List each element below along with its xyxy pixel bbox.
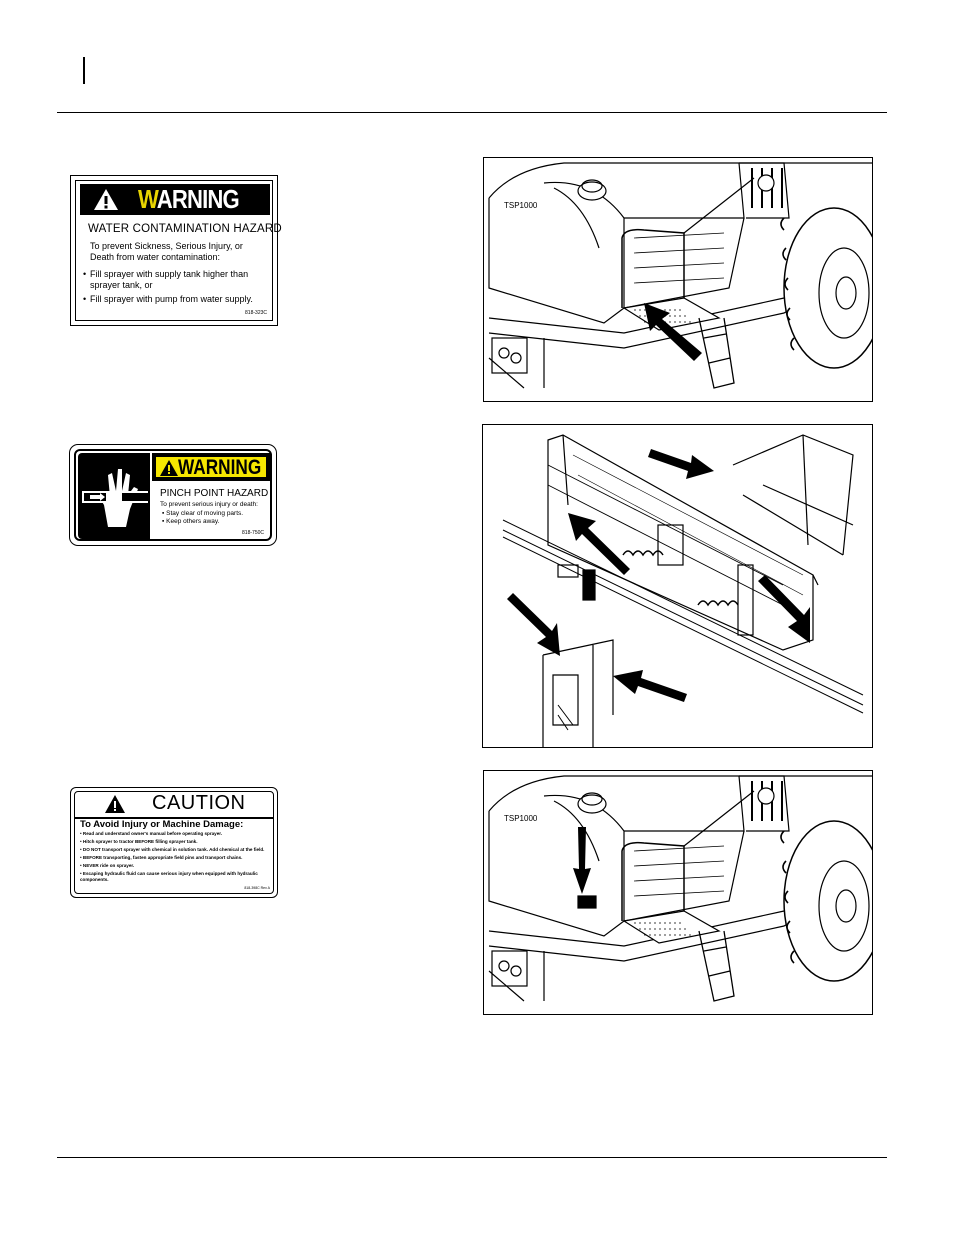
decal-part-number: 818-750C — [242, 530, 264, 536]
svg-text:TSP1000: TSP1000 — [504, 814, 538, 823]
arrow-pointer-icon — [648, 449, 714, 479]
hazard-bullet-2: •Fill sprayer with pump from water suppl… — [83, 294, 253, 304]
hazard-title: PINCH POINT HAZARD — [160, 488, 269, 499]
warning-decal-water-contamination: WARNING WATER CONTAMINATION HAZARD To pr… — [70, 175, 282, 326]
signal-header: WARNING — [152, 453, 270, 481]
arrow-pointer-icon — [758, 575, 810, 643]
caution-item: • Read and understand owner's manual bef… — [80, 831, 223, 836]
figure-sprayer-side-decal: TSP1000 — [483, 770, 873, 1015]
caution-items: • Read and understand owner's manual bef… — [80, 831, 272, 883]
decal-part-number: 818-323C — [245, 310, 267, 316]
hazard-intro: To prevent Sickness, Serious Injury, or … — [90, 241, 243, 262]
svg-text:TSP1000: TSP1000 — [504, 201, 538, 210]
caution-item: • Hitch sprayer to tractor BEFORE fillin… — [80, 839, 198, 844]
signal-header: WARNING — [80, 184, 270, 215]
arrow-pointer-icon — [644, 303, 702, 361]
figure-boom-pinch-points — [482, 424, 873, 748]
pinch-pictogram — [78, 453, 150, 539]
warning-triangle-icon — [94, 189, 118, 210]
header-rule — [57, 112, 887, 113]
header-tab-rule — [83, 57, 85, 84]
caution-item: • BEFORE transporting, fasten appropriat… — [80, 855, 243, 860]
arrow-pointer-icon — [573, 827, 591, 894]
caution-heading: To Avoid Injury or Machine Damage: — [80, 819, 244, 830]
signal-word-rest: ARNING — [156, 184, 240, 214]
hazard-bullet-1: ▪ Stay clear of moving parts. — [162, 510, 244, 517]
arrow-pointer-icon — [613, 670, 687, 702]
signal-word-first-letter: W — [138, 184, 158, 214]
caution-item: • NEVER ride on sprayer. — [80, 863, 135, 868]
footer-rule — [57, 1157, 887, 1158]
hazard-bullet-1: •Fill sprayer with supply tank higher th… — [83, 269, 249, 290]
signal-word: CAUTION — [152, 792, 246, 814]
pinch-hand-icon — [82, 469, 148, 527]
arrow-pointer-icon — [568, 513, 630, 575]
figure-sprayer-platform: TSP1000 — [483, 157, 873, 402]
hazard-bullet-2: ▪ Keep others away. — [162, 518, 220, 525]
arrow-pointer-icon — [507, 593, 560, 656]
hazard-intro: To prevent serious injury or death: — [160, 501, 258, 508]
warning-triangle-icon — [160, 460, 178, 476]
caution-item: • Escaping hydraulic fluid can cause ser… — [80, 871, 258, 882]
hazard-title: WATER CONTAMINATION HAZARD — [88, 223, 282, 235]
decal-part-number: 818-398C Rev A — [244, 886, 270, 890]
warning-decal-pinch-point: WARNING PINCH POINT HAZARD To prevent se… — [69, 444, 277, 546]
signal-header: CAUTION — [74, 791, 274, 819]
warning-triangle-icon — [105, 795, 125, 813]
caution-decal: CAUTION To Avoid Injury or Machine Damag… — [70, 787, 278, 898]
signal-word: WARNING — [178, 456, 262, 479]
caution-item: • DO NOT transport sprayer with chemical… — [80, 847, 265, 852]
